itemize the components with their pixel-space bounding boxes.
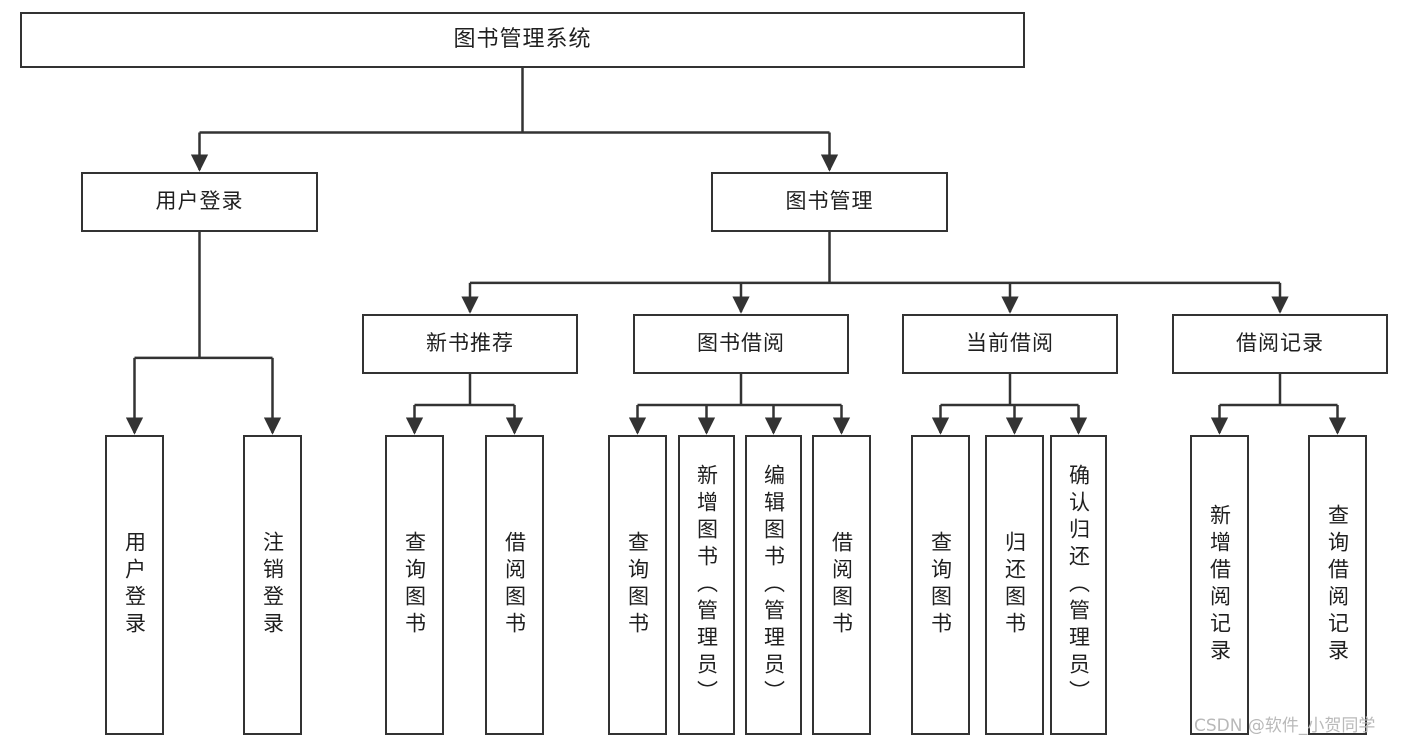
node-leaf-borrow-book-2-label: 借阅图书	[829, 531, 854, 639]
node-leaf-return-book[interactable]: 归还图书	[985, 435, 1044, 735]
node-leaf-return-book-label: 归还图书	[1002, 531, 1027, 639]
node-leaf-query-book-2[interactable]: 查询图书	[608, 435, 667, 735]
node-leaf-query-book-2-label: 查询图书	[625, 531, 650, 639]
node-new-book-recommend[interactable]: 新书推荐	[362, 314, 578, 374]
node-leaf-edit-book-label: 编辑图书（管理员）	[761, 463, 786, 707]
node-root[interactable]: 图书管理系统	[20, 12, 1025, 68]
node-leaf-add-book-label: 新增图书（管理员）	[694, 463, 719, 707]
node-leaf-logout-label: 注销登录	[260, 531, 285, 639]
node-leaf-edit-book[interactable]: 编辑图书（管理员）	[745, 435, 802, 735]
node-new-book-recommend-label: 新书推荐	[426, 331, 514, 356]
node-leaf-query-book-3-label: 查询图书	[928, 531, 953, 639]
node-leaf-query-book-1[interactable]: 查询图书	[385, 435, 444, 735]
node-user-login[interactable]: 用户登录	[81, 172, 318, 232]
node-book-borrow[interactable]: 图书借阅	[633, 314, 849, 374]
node-leaf-borrow-book-1[interactable]: 借阅图书	[485, 435, 544, 735]
node-leaf-confirm-return[interactable]: 确认归还（管理员）	[1050, 435, 1107, 735]
node-leaf-confirm-return-label: 确认归还（管理员）	[1066, 463, 1091, 707]
node-root-label: 图书管理系统	[453, 26, 592, 52]
node-current-borrow[interactable]: 当前借阅	[902, 314, 1118, 374]
node-borrow-record[interactable]: 借阅记录	[1172, 314, 1388, 374]
node-leaf-user-login-label: 用户登录	[122, 531, 147, 639]
node-book-manage-label: 图书管理	[785, 189, 874, 214]
csdn-watermark: CSDN @软件_小贺同学	[1194, 716, 1376, 736]
node-user-login-label: 用户登录	[155, 189, 244, 214]
node-leaf-query-record-label: 查询借阅记录	[1325, 504, 1350, 666]
node-leaf-query-record[interactable]: 查询借阅记录	[1308, 435, 1367, 735]
node-leaf-borrow-book-1-label: 借阅图书	[502, 531, 527, 639]
node-leaf-borrow-book-2[interactable]: 借阅图书	[812, 435, 871, 735]
node-leaf-logout[interactable]: 注销登录	[243, 435, 302, 735]
node-current-borrow-label: 当前借阅	[966, 331, 1054, 356]
node-leaf-user-login[interactable]: 用户登录	[105, 435, 164, 735]
node-borrow-record-label: 借阅记录	[1236, 331, 1324, 356]
node-leaf-add-record[interactable]: 新增借阅记录	[1190, 435, 1249, 735]
node-leaf-query-book-3[interactable]: 查询图书	[911, 435, 970, 735]
node-leaf-query-book-1-label: 查询图书	[402, 531, 427, 639]
node-leaf-add-book[interactable]: 新增图书（管理员）	[678, 435, 735, 735]
node-book-borrow-label: 图书借阅	[697, 331, 785, 356]
node-leaf-add-record-label: 新增借阅记录	[1207, 504, 1232, 666]
node-book-manage[interactable]: 图书管理	[711, 172, 948, 232]
